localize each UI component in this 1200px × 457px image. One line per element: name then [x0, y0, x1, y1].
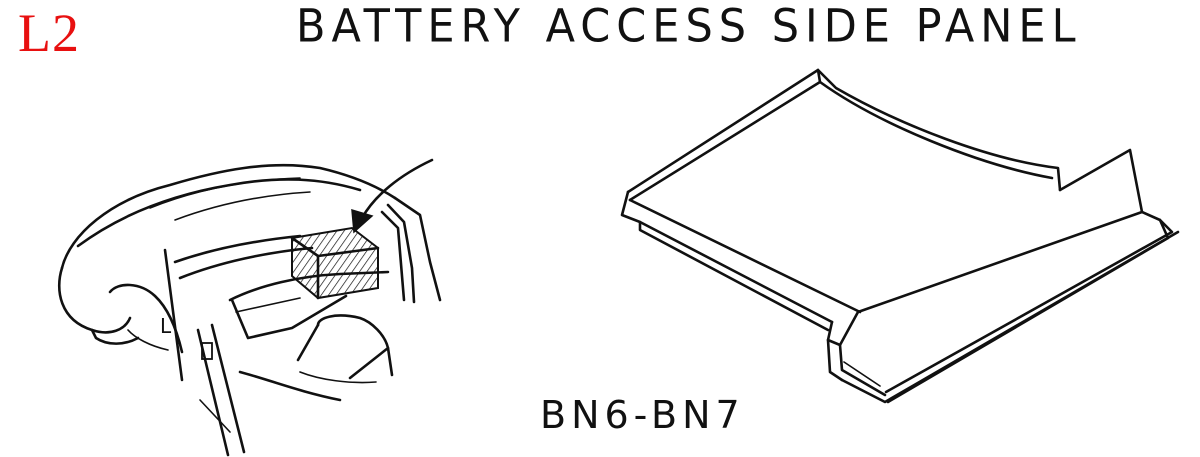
diagram-title: BATTERY ACCESS SIDE PANEL: [296, 0, 1082, 54]
car-body-illustration: [58, 158, 442, 457]
marker-letter: L: [160, 314, 172, 338]
side-panel-illustration: [620, 68, 1180, 404]
model-designation: BN6-BN7: [540, 393, 745, 437]
section-code-label: L2: [18, 3, 80, 63]
